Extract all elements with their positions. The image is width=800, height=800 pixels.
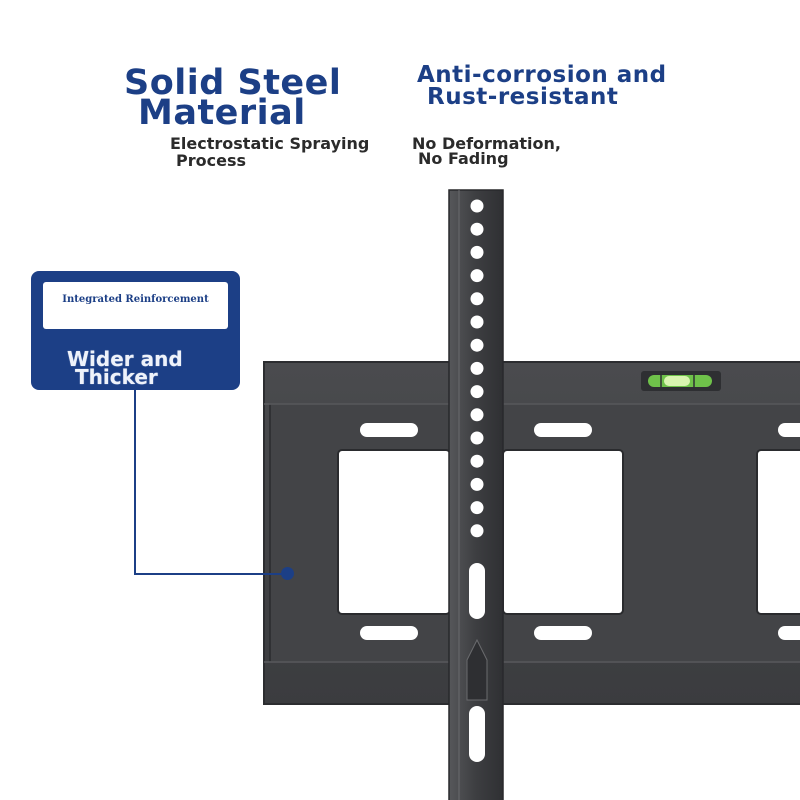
arm-slot-1	[469, 563, 485, 619]
slot-bottom-center	[534, 626, 592, 640]
headline-solid-steel: Solid Steel	[124, 63, 342, 103]
subtitle-process: Process	[176, 151, 246, 170]
slot-top-center	[534, 423, 592, 437]
slot-bottom-right	[778, 626, 800, 640]
headline-material: Material	[138, 93, 306, 133]
arm-hole	[470, 454, 484, 468]
bubble-level-icon	[641, 371, 721, 391]
callout-line-wider: Wider and	[67, 347, 183, 371]
subtitle-electrostatic: Electrostatic Spraying	[170, 134, 370, 153]
arm-holes	[470, 199, 484, 538]
callout-card-label-panel: Integrated Reinforcement	[43, 282, 228, 329]
slot-top-left	[360, 423, 418, 437]
arm-hole	[470, 431, 484, 445]
subtitle-no-deformation: No Deformation,	[412, 134, 561, 153]
arm-hole	[470, 361, 484, 375]
subtitle-no-fading: No Fading	[418, 149, 509, 168]
callout-line-thicker: Thicker	[75, 365, 158, 389]
arm-hole	[470, 501, 484, 515]
callout-leader-vertical	[134, 390, 136, 574]
arm-hole	[470, 524, 484, 538]
arm-slot-2	[469, 706, 485, 762]
arm-hook	[466, 638, 488, 701]
plate-window-right	[756, 449, 800, 615]
arm-hole	[470, 292, 484, 306]
arm-hole	[470, 315, 484, 329]
arm-hole	[470, 222, 484, 236]
callout-small-label: Integrated Reinforcement	[62, 294, 209, 305]
arm-hole	[470, 338, 484, 352]
headline-rust-resistant: Rust-resistant	[427, 84, 619, 110]
arm-hole	[470, 245, 484, 259]
arm-hole	[470, 269, 484, 283]
callout-pointer-dot	[281, 567, 294, 580]
callout-leader-horizontal	[134, 573, 288, 575]
arm-hole	[470, 199, 484, 213]
arm-hole	[470, 408, 484, 422]
headline-anti-corrosion: Anti-corrosion and	[417, 62, 667, 88]
callout-card: Integrated Reinforcement Wider and Thick…	[31, 271, 240, 390]
plate-window-center	[502, 449, 624, 615]
arm-hole	[470, 385, 484, 399]
slot-top-right	[778, 423, 800, 437]
slot-bottom-left	[360, 626, 418, 640]
arm-hole	[470, 477, 484, 491]
plate-window-left	[337, 449, 451, 615]
